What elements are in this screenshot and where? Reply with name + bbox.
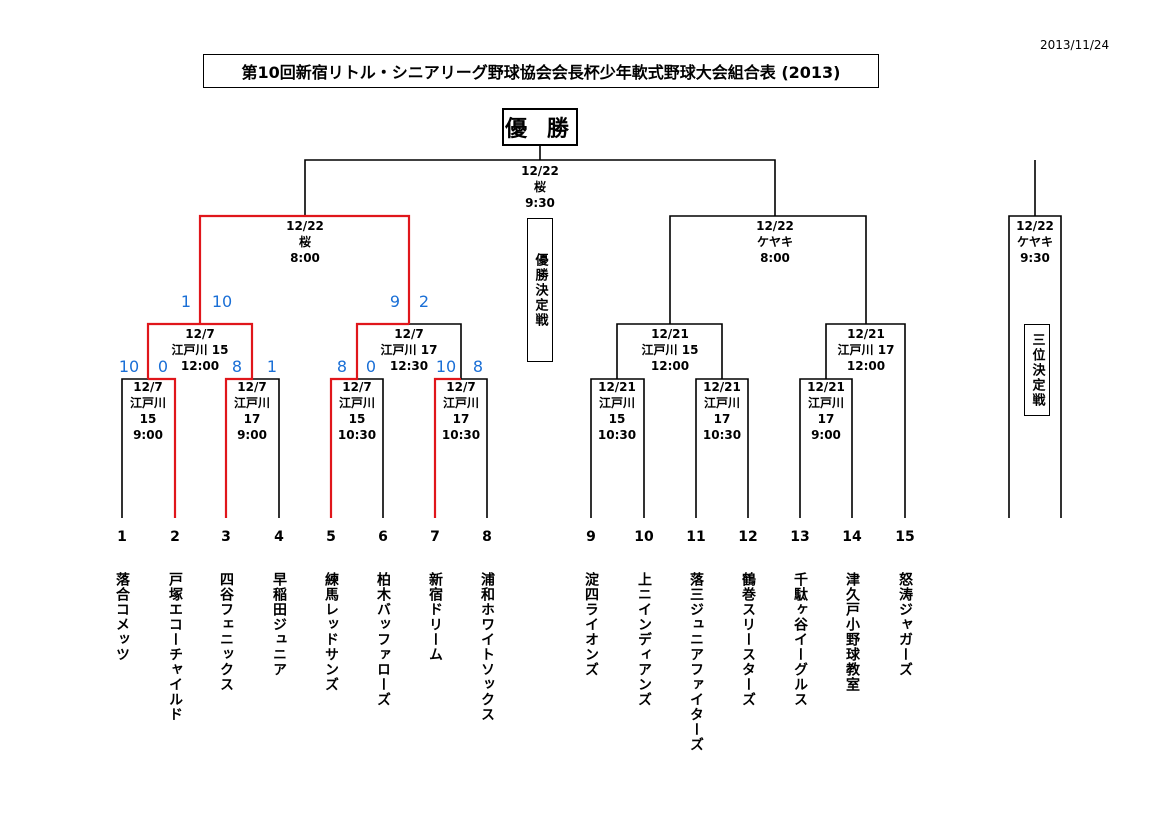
team-name: 柏木バッファローズ xyxy=(375,572,391,707)
winner-line xyxy=(433,377,461,518)
team-seed: 14 xyxy=(842,529,862,545)
team-seed: 9 xyxy=(586,529,596,545)
team-name: 落合コメッツ xyxy=(114,572,130,662)
team-seed: 8 xyxy=(482,529,492,545)
score-r1-c-right: 0 xyxy=(365,357,377,376)
team-name: 新宿ドリーム xyxy=(427,572,443,662)
score-r1-a-right: 0 xyxy=(157,357,169,376)
team-name: 落三ジュニアファイターズ xyxy=(688,572,704,752)
score-r2-b-left: 9 xyxy=(389,292,401,311)
team-name: 浦和ホワイトソックス xyxy=(479,572,495,722)
winner-line xyxy=(146,322,254,518)
team-seed: 3 xyxy=(221,529,231,545)
team-seed: 2 xyxy=(170,529,180,545)
team-name: 千駄ヶ谷イーグルス xyxy=(792,572,808,707)
bracket-line xyxy=(409,323,462,379)
score-r1-c-left: 8 xyxy=(336,357,348,376)
score-r2-a-right: 10 xyxy=(211,292,233,311)
team-name: 練馬レッドサンズ xyxy=(323,572,339,692)
score-r1-d-left: 10 xyxy=(435,357,457,376)
team-seed: 4 xyxy=(274,529,284,545)
winner-line xyxy=(329,322,409,518)
team-name: 淀四ライオンズ xyxy=(583,572,599,677)
team-seed: 6 xyxy=(378,529,388,545)
score-r1-b-left: 8 xyxy=(231,357,243,376)
team-seed: 7 xyxy=(430,529,440,545)
winner-line xyxy=(198,214,411,324)
team-name: 怒涛ジャガーズ xyxy=(897,572,913,677)
score-r1-d-right: 8 xyxy=(472,357,484,376)
team-seed: 12 xyxy=(738,529,758,545)
team-seed: 5 xyxy=(326,529,336,545)
score-r2-b-right: 2 xyxy=(418,292,430,311)
score-r1-b-right: 1 xyxy=(266,357,278,376)
tournament-title: 第10回新宿リトル・シニアリーグ野球協会会長杯少年軟式野球大会組合表 (2013… xyxy=(203,54,879,88)
team-name: 四谷フェニックス xyxy=(218,572,234,692)
team-seed: 10 xyxy=(634,529,654,545)
team-name: 鶴巻スリースターズ xyxy=(740,572,756,707)
team-name: 上ニインディアンズ xyxy=(636,572,652,707)
team-seed: 1 xyxy=(117,529,127,545)
final-match-label: 優勝決定戦 xyxy=(527,218,553,362)
bracket-line xyxy=(669,215,867,324)
team-name: 津久戸小野球教室 xyxy=(844,572,860,692)
bracket-line xyxy=(1008,215,1062,518)
champion-label: 優 勝 xyxy=(502,108,578,146)
team-seed: 11 xyxy=(686,529,706,545)
document-date: 2013/11/24 xyxy=(1040,38,1110,52)
score-r1-a-left: 10 xyxy=(118,357,140,376)
team-seed: 15 xyxy=(895,529,915,545)
winner-line xyxy=(148,377,177,518)
team-name: 早稲田ジュニア xyxy=(271,572,287,677)
team-name: 戸塚エコーチャイルド xyxy=(167,572,183,722)
team-seed: 13 xyxy=(790,529,810,545)
third-place-match-label: 三位決定戦 xyxy=(1024,324,1050,416)
score-r2-a-left: 1 xyxy=(180,292,192,311)
